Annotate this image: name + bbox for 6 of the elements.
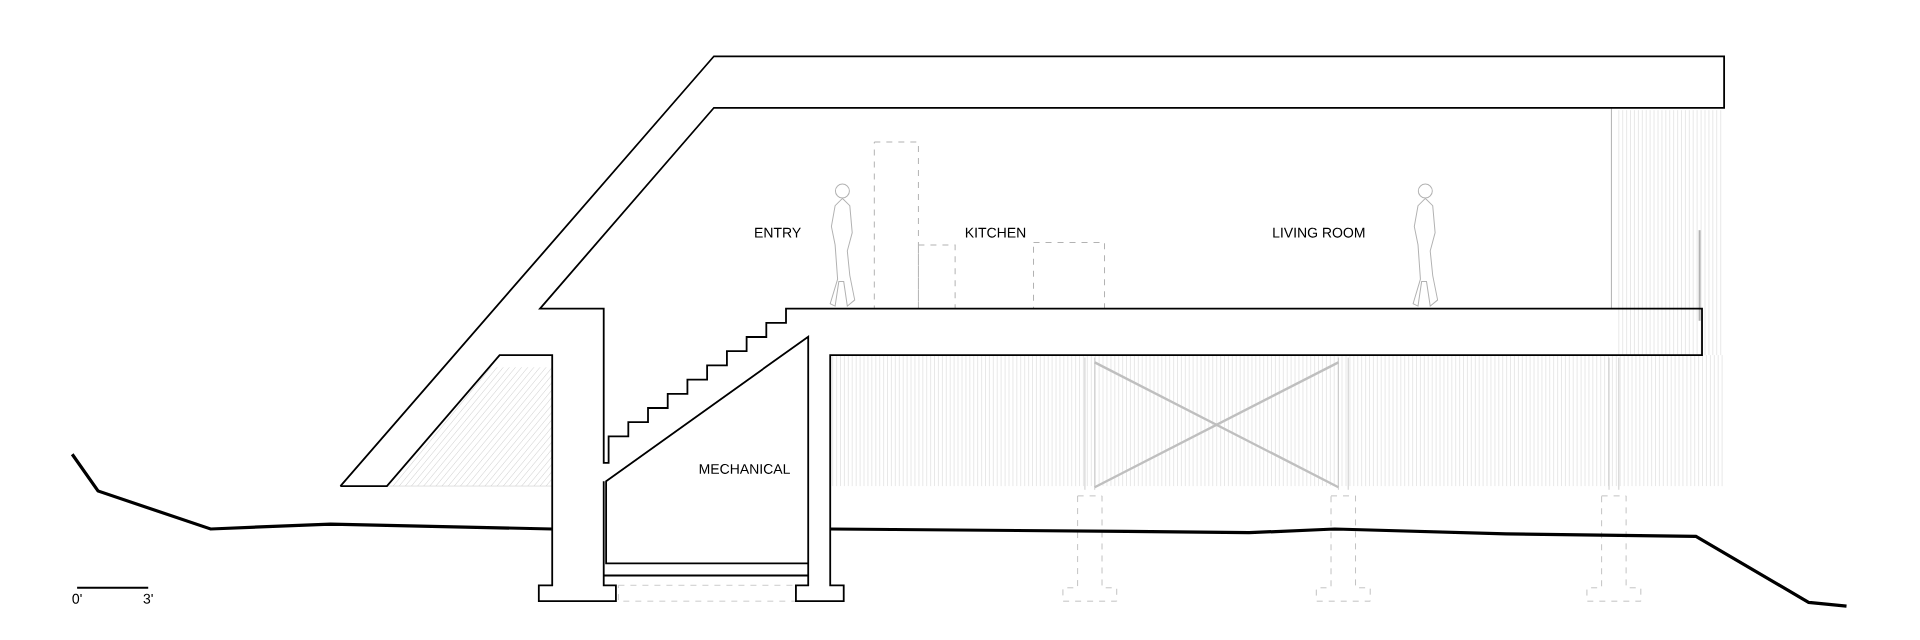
room-label: LIVING ROOM [1273, 227, 1365, 238]
scale-label: 3' [143, 593, 153, 604]
room-label: MECHANICAL [699, 464, 790, 474]
room-label: ENTRY [755, 227, 801, 238]
room-label: KITCHEN [965, 227, 1026, 238]
scale-label: 0' [72, 593, 82, 604]
